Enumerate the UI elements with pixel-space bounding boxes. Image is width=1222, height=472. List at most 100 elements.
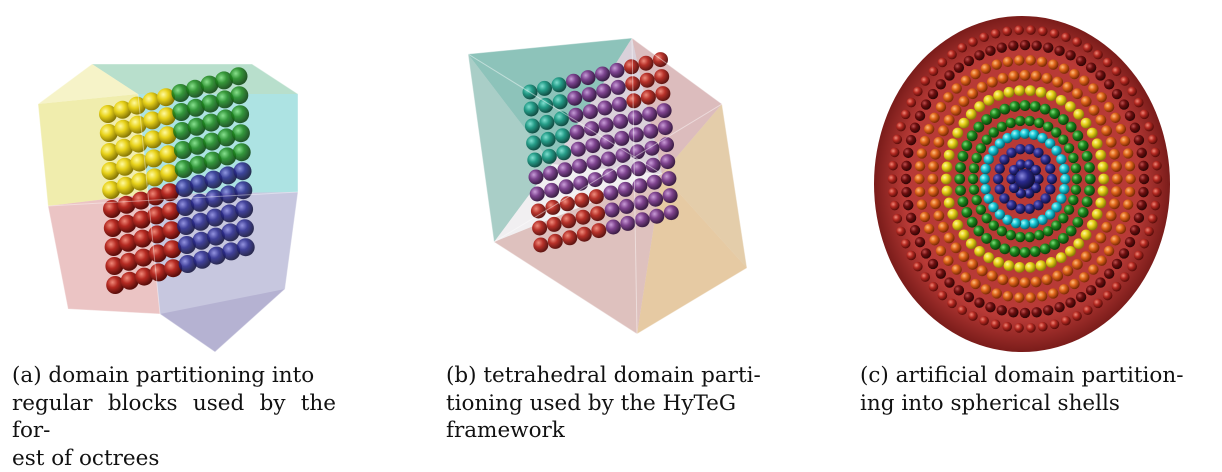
shell-particle-sphere bbox=[1089, 105, 1100, 116]
shell-particle-sphere bbox=[951, 83, 961, 93]
shell-particle-sphere bbox=[928, 259, 938, 269]
shell-particle-sphere bbox=[954, 62, 964, 72]
shell-particle-sphere bbox=[983, 252, 994, 263]
shell-particle-sphere bbox=[1101, 222, 1112, 233]
shell-particle-sphere bbox=[1034, 230, 1044, 240]
shell-particle-sphere bbox=[1152, 188, 1162, 198]
shell-particle-sphere bbox=[1096, 255, 1106, 265]
shell-particle-sphere bbox=[1119, 248, 1129, 258]
particle-sphere bbox=[603, 186, 618, 201]
shell-particle-sphere bbox=[1144, 227, 1154, 237]
shell-particle-sphere bbox=[1120, 212, 1130, 222]
shell-particle-sphere bbox=[1031, 71, 1042, 82]
shell-particle-sphere bbox=[1076, 292, 1086, 302]
shell-particle-sphere bbox=[1006, 118, 1016, 128]
shell-particle-sphere bbox=[993, 174, 1003, 184]
shell-particle-sphere bbox=[952, 128, 963, 139]
shell-particle-sphere bbox=[1087, 220, 1098, 231]
shell-particle-sphere bbox=[1140, 239, 1150, 249]
shell-particle-sphere bbox=[969, 163, 979, 173]
particle-sphere bbox=[618, 182, 633, 197]
particle-sphere bbox=[658, 120, 673, 135]
shell-particle-sphere bbox=[1103, 291, 1113, 301]
shell-particle-sphere bbox=[1008, 41, 1018, 51]
shell-particle-sphere bbox=[1062, 82, 1073, 93]
shell-particle-sphere bbox=[1047, 174, 1057, 184]
shell-particle-sphere bbox=[1104, 79, 1114, 89]
shell-particle-sphere bbox=[998, 274, 1009, 285]
shell-particle-sphere bbox=[1058, 114, 1069, 125]
shell-particle-sphere bbox=[1109, 149, 1120, 160]
shell-particle-sphere bbox=[947, 50, 957, 60]
shell-particle-sphere bbox=[1014, 262, 1025, 273]
shell-particle-sphere bbox=[1020, 40, 1030, 50]
shell-particle-sphere bbox=[1134, 251, 1144, 261]
shell-particle-sphere bbox=[1059, 63, 1069, 73]
shell-particle-sphere bbox=[976, 143, 986, 153]
shell-particle-sphere bbox=[910, 123, 920, 133]
particle-sphere bbox=[648, 192, 663, 207]
shell-particle-sphere bbox=[1086, 62, 1096, 72]
shell-particle-sphere bbox=[929, 113, 939, 123]
shell-particle-sphere bbox=[987, 77, 998, 88]
shell-particle-sphere bbox=[1015, 232, 1025, 242]
shell-particle-sphere bbox=[1134, 213, 1144, 223]
shell-particle-sphere bbox=[995, 163, 1005, 173]
shell-particle-sphere bbox=[901, 110, 911, 120]
shell-particle-sphere bbox=[1130, 123, 1140, 133]
particle-sphere bbox=[602, 169, 617, 184]
caption-a-line-2: regular blocks used by the for- bbox=[12, 390, 336, 445]
shell-particle-sphere bbox=[967, 217, 978, 228]
particle-sphere bbox=[526, 136, 541, 151]
shell-particle-sphere bbox=[955, 162, 966, 173]
shell-particle-sphere bbox=[933, 210, 944, 221]
shell-particle-sphere bbox=[999, 243, 1010, 254]
particle-sphere bbox=[664, 205, 679, 220]
particle-sphere bbox=[624, 59, 639, 74]
shell-particle-sphere bbox=[1040, 243, 1051, 254]
shell-particle-sphere bbox=[1134, 98, 1144, 108]
particle-sphere bbox=[647, 175, 662, 190]
shell-particle-sphere bbox=[1127, 87, 1137, 97]
shell-particle-sphere bbox=[890, 148, 900, 158]
particle-sphere bbox=[234, 162, 252, 180]
particle-sphere bbox=[543, 166, 558, 181]
core-particle-sphere bbox=[1015, 169, 1035, 189]
shell-particle-sphere bbox=[1058, 135, 1068, 145]
shell-particle-sphere bbox=[936, 102, 946, 112]
shell-particle-sphere bbox=[1153, 174, 1163, 184]
shell-particle-sphere bbox=[1081, 96, 1092, 107]
particle-sphere bbox=[566, 74, 581, 89]
shell-particle-sphere bbox=[1024, 204, 1034, 214]
shell-particle-sphere bbox=[917, 148, 927, 158]
shell-particle-sphere bbox=[991, 29, 1001, 39]
particle-sphere bbox=[640, 73, 655, 88]
particle-sphere bbox=[613, 114, 628, 129]
shell-particle-sphere bbox=[992, 59, 1002, 69]
shell-particle-sphere bbox=[968, 311, 978, 321]
shell-particle-sphere bbox=[1088, 264, 1098, 274]
shell-particle-sphere bbox=[1112, 174, 1123, 185]
shell-particle-sphere bbox=[959, 118, 970, 129]
caption-a-line-1: (a) domain partitioning into bbox=[12, 362, 336, 390]
shell-particle-sphere bbox=[921, 248, 931, 258]
shell-particle-sphere bbox=[1072, 217, 1083, 228]
particle-sphere bbox=[554, 111, 569, 126]
particle-sphere bbox=[232, 124, 250, 142]
shell-particle-sphere bbox=[944, 277, 954, 287]
shell-particle-sphere bbox=[1050, 29, 1060, 39]
shell-particle-sphere bbox=[1116, 224, 1126, 234]
shell-particle-sphere bbox=[1025, 85, 1036, 96]
shell-particle-sphere bbox=[954, 174, 965, 185]
shell-particle-sphere bbox=[1152, 161, 1162, 171]
shell-particle-sphere bbox=[985, 46, 995, 56]
shell-particle-sphere bbox=[967, 130, 978, 141]
shell-particle-sphere bbox=[990, 239, 1001, 250]
shell-particle-sphere bbox=[944, 197, 955, 208]
shell-particle-sphere bbox=[993, 90, 1004, 101]
particle-sphere bbox=[626, 93, 641, 108]
shell-particle-sphere bbox=[920, 136, 930, 146]
shell-particle-sphere bbox=[901, 161, 911, 171]
shell-particle-sphere bbox=[970, 279, 980, 289]
shell-particle-sphere bbox=[901, 187, 911, 197]
